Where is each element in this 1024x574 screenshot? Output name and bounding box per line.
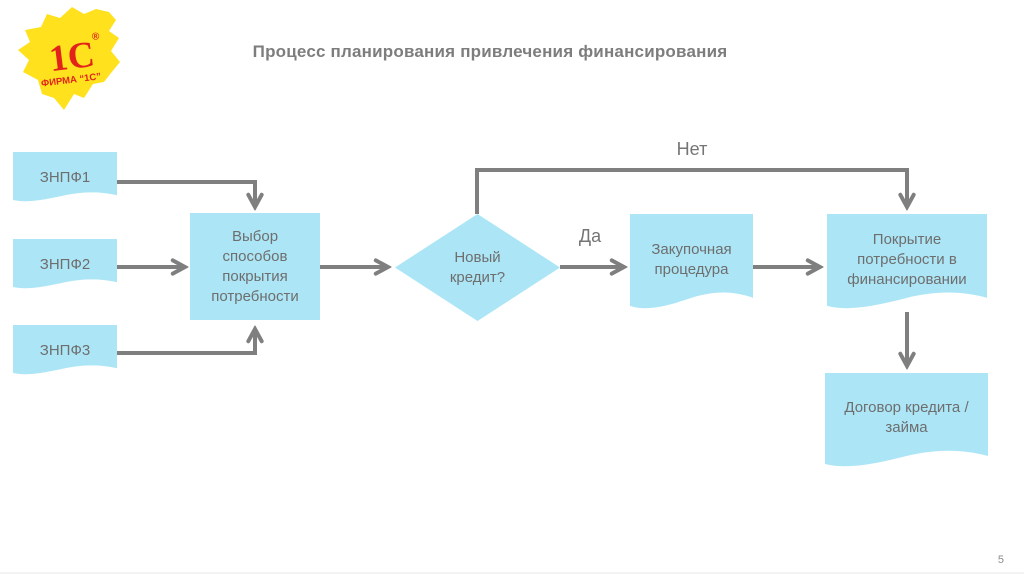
document-shape: [630, 214, 753, 309]
diamond-shape: [395, 214, 560, 321]
doc-znpf1-label: ЗНПФ1: [39, 169, 91, 186]
page-title: Процесс планирования привлечения финанси…: [252, 42, 728, 61]
logo-splash-shape: [18, 7, 120, 110]
decision-diamond: Новый кредит?: [395, 214, 560, 321]
branch-no-label: Нет: [676, 139, 708, 159]
doc-procurement-label: Закупочная процедура: [651, 240, 732, 278]
logo-registered-mark: ®: [91, 31, 100, 43]
doc-coverage: Покрытие потребности в финансировании: [827, 214, 987, 315]
page-number: 5: [997, 554, 1004, 566]
document-shape: [13, 239, 117, 289]
document-shape: [827, 214, 987, 309]
doc-znpf3-label: ЗНПФ3: [39, 342, 91, 359]
doc-procurement: Закупочная процедура: [630, 214, 753, 315]
arrow-znpf1-to-process: [117, 180, 255, 207]
doc-znpf1: ЗНПФ1: [13, 152, 117, 206]
arrow-znpf3-to-process: [117, 329, 255, 355]
doc-contract-label: Договор кредита / займа: [844, 399, 969, 436]
process-box: Выбор способов покрытия потребности: [190, 213, 320, 320]
doc-znpf2-label: ЗНПФ2: [39, 256, 91, 273]
process-box-label: Выбор способов покрытия потребности: [211, 227, 299, 305]
doc-coverage-label: Покрытие потребности в финансировании: [847, 230, 967, 288]
document-shape: [13, 152, 117, 202]
branch-yes-label: Да: [578, 226, 602, 246]
doc-znpf3: ЗНПФ3: [13, 325, 117, 379]
document-shape: [13, 325, 117, 375]
logo-brand-text: 1С: [47, 34, 97, 80]
logo-1c: 1С ® ФИРМА “1С”: [18, 7, 120, 110]
doc-znpf2: ЗНПФ2: [13, 239, 117, 293]
doc-contract: Договор кредита / займа: [825, 373, 988, 473]
document-shape: [825, 373, 988, 467]
decision-label: Новый кредит?: [449, 248, 506, 286]
arrow-decision-no-to-coverage: [475, 168, 907, 214]
